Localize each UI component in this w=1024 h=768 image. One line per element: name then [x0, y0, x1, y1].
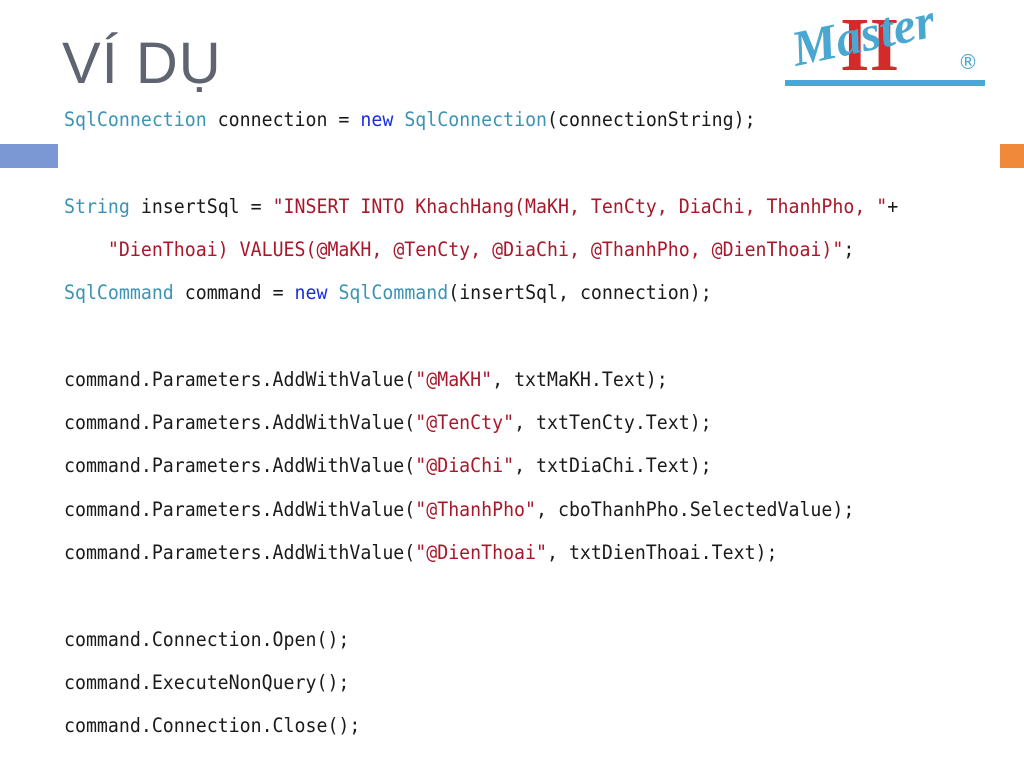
code-plain-token: (insertSql, connection);: [448, 281, 712, 305]
code-line-close: command.Connection.Close();: [64, 714, 361, 738]
code-line: "DienThoai) VALUES(@MaKH, @TenCty, @DiaC…: [64, 228, 943, 271]
code-type-token: SqlConnection: [64, 108, 207, 131]
code-keyword-token: new: [294, 281, 328, 305]
code-line-open: command.Connection.Open();: [64, 627, 350, 651]
code-blank-line: [64, 141, 943, 184]
code-line: String insertSql = "INSERT INTO KhachHan…: [64, 185, 943, 228]
master-logo-graphic: II Master: [785, 0, 985, 87]
code-plain-token: [327, 281, 338, 304]
code-plain-token: , txtDiaChi.Text);: [514, 454, 712, 478]
code-plain-token: connection =: [206, 108, 361, 131]
code-plain-token: command.Parameters.AddWithValue(: [64, 367, 416, 391]
slide-title: VÍ DỤ: [62, 31, 222, 96]
left-accent-bar: [0, 144, 58, 168]
code-plain-token: , cboThanhPho.SelectedValue);: [536, 497, 855, 521]
code-line-param: command.Parameters.AddWithValue("@DiaChi…: [64, 444, 943, 487]
code-line-param: command.Parameters.AddWithValue("@MaKH",…: [64, 358, 943, 401]
code-plain-token: , txtTenCty.Text);: [514, 411, 712, 435]
code-indent: [64, 238, 108, 261]
code-string-token: "@MaKH": [415, 367, 493, 391]
master-logo: II Master ®: [782, 0, 992, 92]
logo-numeral: II: [840, 3, 899, 87]
code-plain-token: , txtMaKH.Text);: [492, 367, 668, 391]
code-line-execute: command.ExecuteNonQuery();: [64, 670, 350, 694]
code-plain-token: , txtDienThoai.Text);: [547, 540, 778, 564]
code-plain-token: command.Parameters.AddWithValue(: [64, 497, 416, 521]
code-plain-token: insertSql =: [129, 194, 273, 218]
code-line-param: command.Parameters.AddWithValue("@TenCty…: [64, 401, 943, 444]
code-string-token: "@DiaChi": [415, 454, 515, 478]
code-blank-line: [64, 314, 943, 357]
code-plain-token: +: [887, 194, 899, 218]
code-type-token: SqlCommand: [64, 281, 174, 305]
code-line: SqlConnection connection = new SqlConnec…: [64, 98, 943, 141]
code-type-token: String: [64, 194, 130, 218]
code-plain-token: command =: [173, 281, 295, 305]
code-line-param: command.Parameters.AddWithValue("@DienTh…: [64, 531, 943, 574]
code-type-token: SqlConnection: [404, 108, 548, 131]
registered-mark: ®: [958, 50, 978, 74]
code-line: SqlCommand command = new SqlCommand(inse…: [64, 271, 943, 314]
code-plain-token: command.Parameters.AddWithValue(: [64, 540, 416, 564]
code-plain-token: command.Parameters.AddWithValue(: [64, 411, 416, 435]
code-string-token: "@TenCty": [415, 411, 515, 435]
code-block: SqlConnection connection = new SqlConnec…: [64, 98, 943, 747]
code-blank-line: [64, 574, 943, 617]
code-plain-token: [393, 108, 404, 131]
code-string-token: "INSERT INTO KhachHang(MaKH, TenCty, Dia…: [272, 194, 888, 218]
code-plain-token: command.Parameters.AddWithValue(: [64, 454, 416, 478]
code-string-token: "DienThoai) VALUES(@MaKH, @TenCty, @DiaC…: [107, 237, 844, 261]
code-plain-token: ;: [843, 237, 855, 261]
code-string-token: "@ThanhPho": [415, 497, 537, 521]
code-line-param: command.Parameters.AddWithValue("@ThanhP…: [64, 488, 943, 531]
code-string-token: "@DienThoai": [415, 540, 548, 564]
code-plain-token: (connectionString);: [547, 108, 756, 131]
right-accent-square: [1000, 144, 1024, 168]
code-type-token: SqlCommand: [338, 281, 449, 305]
code-keyword-token: new: [360, 108, 394, 131]
